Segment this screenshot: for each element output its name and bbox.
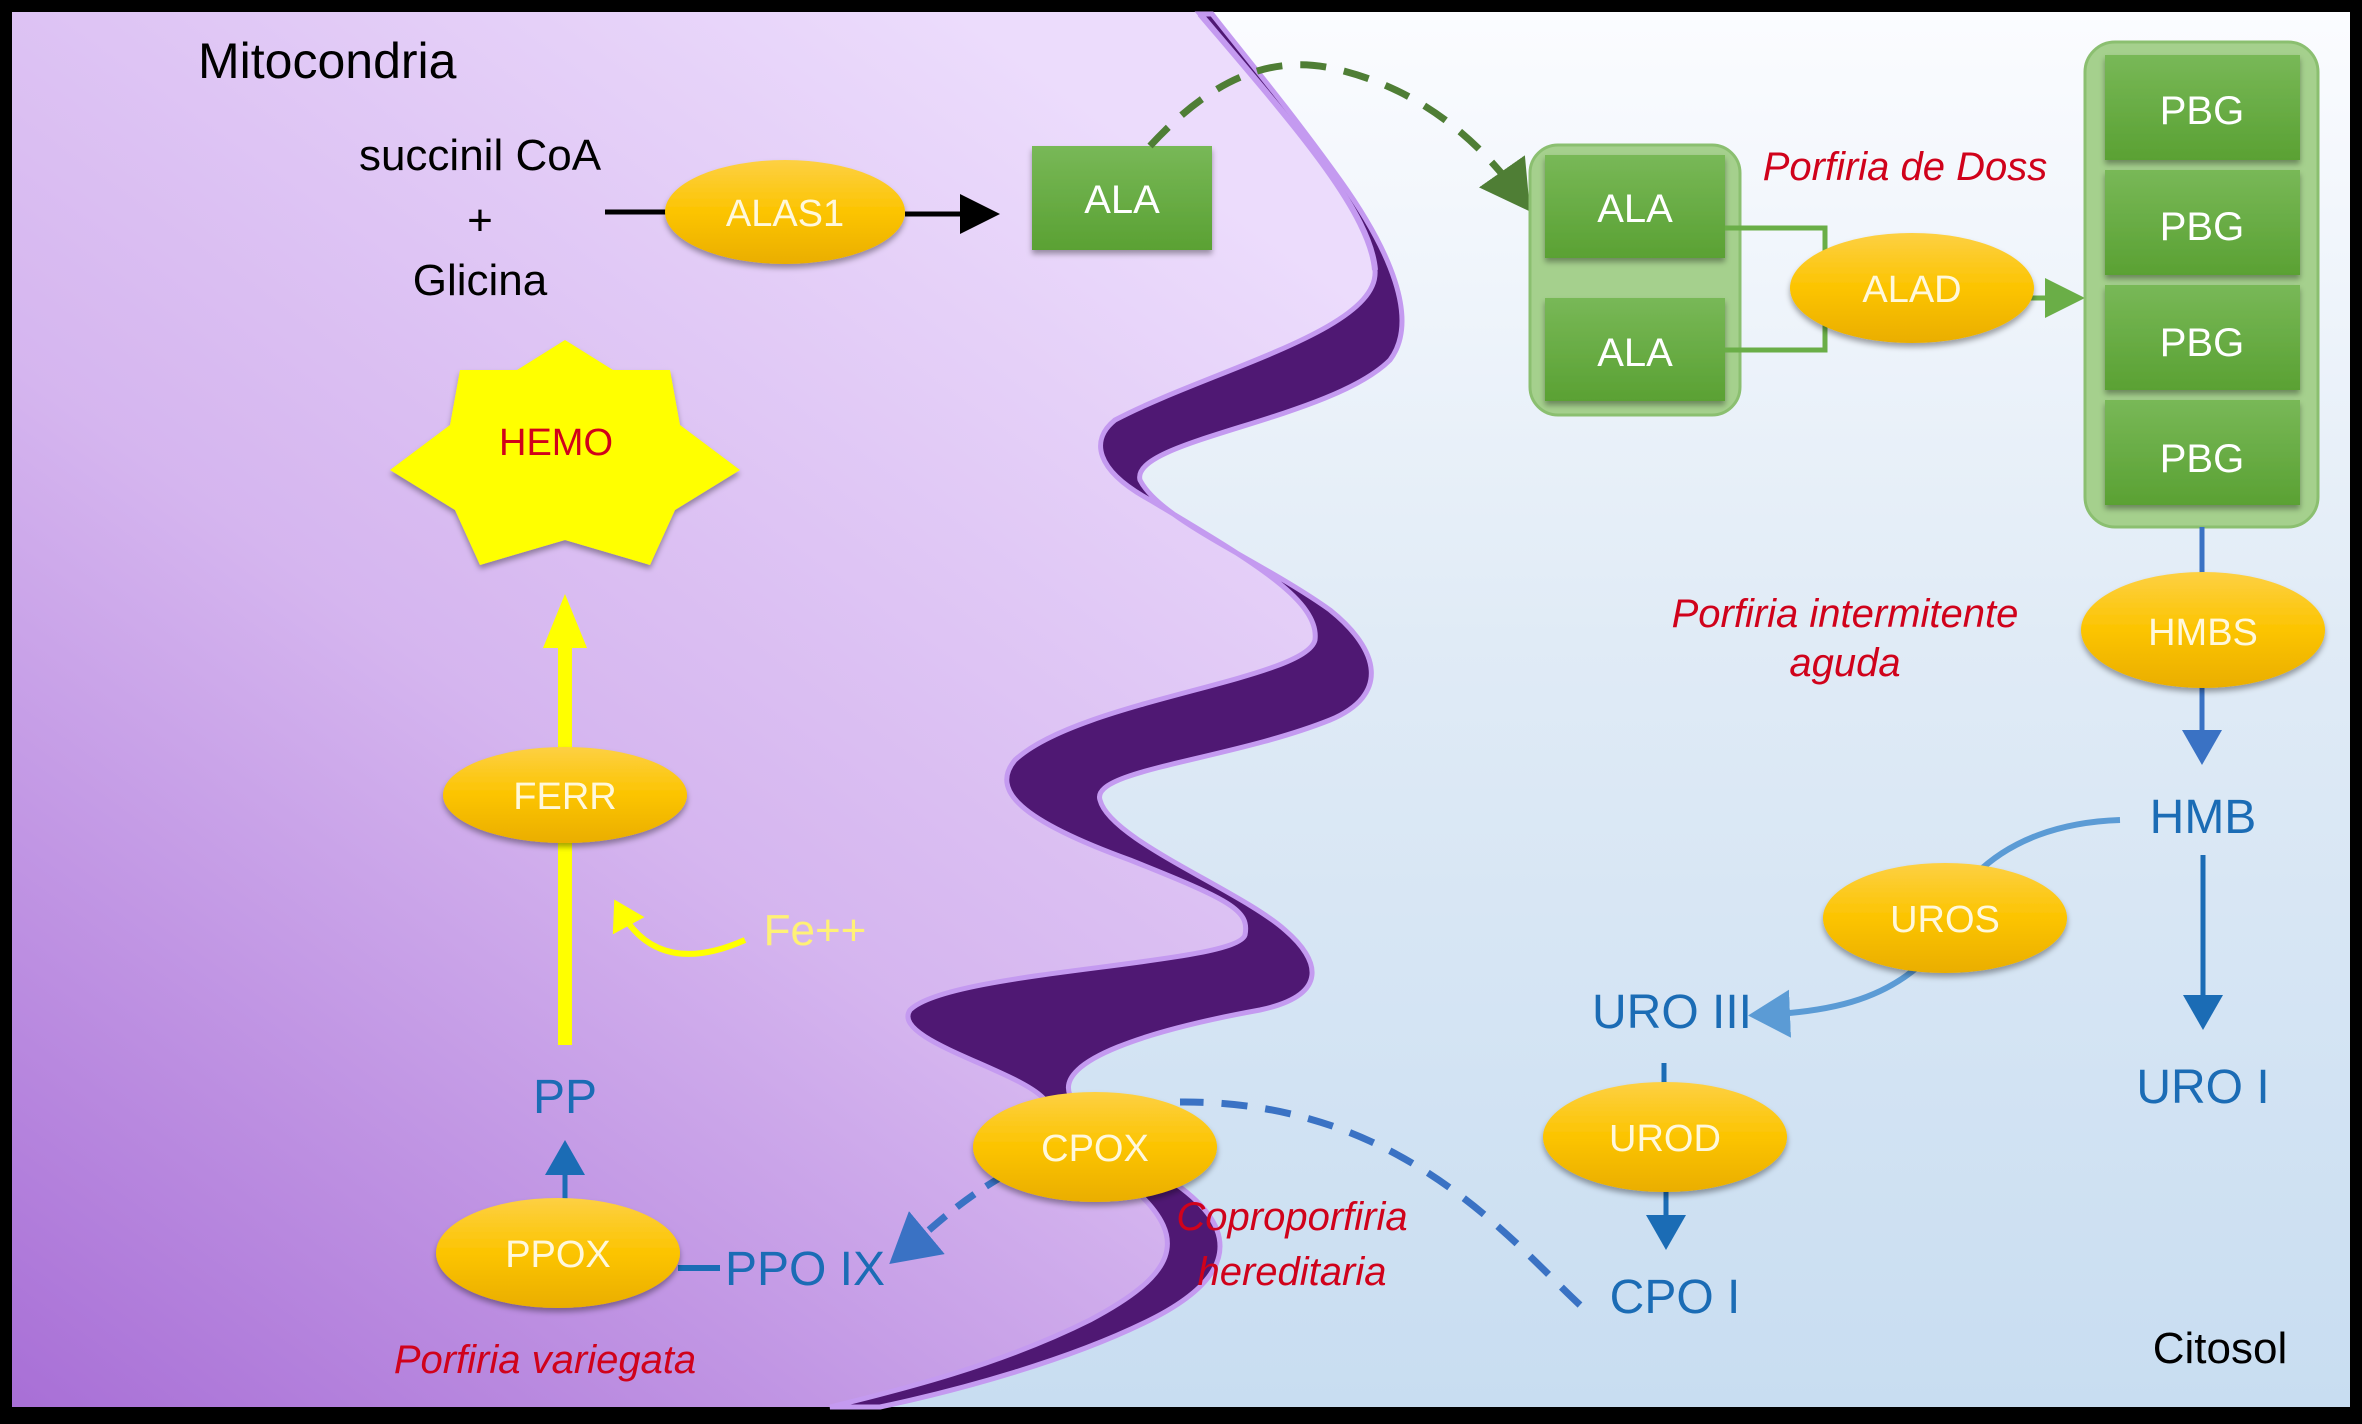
- enzyme-uros[interactable]: UROS: [1823, 863, 2067, 973]
- cpox-to-ppo9-dashed: [889, 1171, 1007, 1264]
- metabolite-iron[interactable]: Fe++: [764, 906, 867, 955]
- membrane-highlight: [1197, 12, 1378, 271]
- enzyme-alas1[interactable]: ALAS1: [665, 160, 905, 264]
- disease-aip-label-2: aguda: [1789, 641, 1900, 685]
- mitochondria-region: [12, 12, 1376, 1407]
- metabolite-pbg-2[interactable]: PBG: [2105, 170, 2300, 275]
- metabolite-uro1[interactable]: URO I: [2136, 1061, 2269, 1114]
- metabolite-ala-cyto-2[interactable]: ALA: [1545, 298, 1725, 401]
- hmbs-label: HMBS: [2148, 612, 2258, 654]
- ala-cyto-box-1: [1545, 155, 1725, 258]
- metabolite-ala-cyto-1[interactable]: ALA: [1545, 155, 1725, 258]
- pbg-label-3: PBG: [2160, 321, 2244, 365]
- pbg-label-1: PBG: [2160, 89, 2244, 133]
- pbg-box-3: [2105, 285, 2300, 390]
- alas1-label: ALAS1: [726, 193, 844, 235]
- disease-vp-label: Porfiria variegata: [394, 1338, 696, 1382]
- enzyme-ppox[interactable]: PPOX: [436, 1198, 680, 1308]
- iron-input-arrow: [612, 899, 747, 957]
- mitochondria-label: Mitocondria: [198, 33, 457, 89]
- pbg-label-4: PBG: [2160, 437, 2244, 481]
- ala-mito-label: ALA: [1084, 178, 1160, 222]
- enzyme-urod[interactable]: UROD: [1543, 1082, 1787, 1192]
- succinyl-coa-label: succinil CoA: [359, 131, 602, 180]
- alad-label: ALAD: [1862, 269, 1961, 311]
- metabolite-pbg-3[interactable]: PBG: [2105, 285, 2300, 390]
- hmbs-ellipse: [2081, 572, 2325, 688]
- ala-transport-arrow: [1147, 61, 1531, 212]
- cpox-label: CPOX: [1041, 1128, 1149, 1170]
- urod-ellipse: [1543, 1082, 1787, 1192]
- disease-aip-label-1: Porfiria intermitente: [1672, 592, 2019, 636]
- metabolite-cpo1[interactable]: CPO I: [1610, 1271, 1741, 1324]
- pbg-box-1: [2105, 55, 2300, 160]
- cytosol-label: Citosol: [2153, 1324, 2288, 1373]
- ala-mito-box: [1032, 146, 1212, 250]
- metabolite-ala-mito[interactable]: ALA: [1032, 146, 1212, 250]
- hmb-to-uros-curve: [1972, 817, 2121, 878]
- enzyme-alad[interactable]: ALAD: [1790, 233, 2034, 343]
- cpo1-to-cpox-dashed: [1179, 1098, 1583, 1308]
- pp-to-heme-arrow-head: [543, 594, 587, 648]
- enzyme-ferr[interactable]: FERR: [443, 747, 687, 843]
- disease-hcp-label-2: hereditaria: [1197, 1250, 1386, 1294]
- metabolite-pbg-1[interactable]: PBG: [2105, 55, 2300, 160]
- metabolite-uro3[interactable]: URO III: [1592, 986, 1752, 1039]
- cpox-ellipse: [973, 1092, 1217, 1202]
- ala-cyto-label-1: ALA: [1597, 187, 1673, 231]
- uros-ellipse: [1823, 863, 2067, 973]
- pbg-box-4: [2105, 400, 2300, 505]
- enzyme-cpox[interactable]: CPOX: [973, 1092, 1217, 1202]
- ppox-ellipse: [436, 1198, 680, 1308]
- disease-doss-label: Porfiria de Doss: [1763, 145, 2048, 189]
- uros-label: UROS: [1890, 899, 2000, 941]
- plus-sign: +: [467, 196, 493, 245]
- pbg-label-2: PBG: [2160, 205, 2244, 249]
- heme-label: HEMO: [499, 422, 613, 464]
- enzyme-hmbs[interactable]: HMBS: [2081, 572, 2325, 688]
- pbg-box-2: [2105, 170, 2300, 275]
- uros-to-uro3-arrow: [1748, 962, 1922, 1038]
- alad-ellipse: [1790, 233, 2034, 343]
- ferr-ellipse: [443, 747, 687, 843]
- metabolite-hmb[interactable]: HMB: [2150, 791, 2257, 844]
- heme-star-shape: [390, 340, 740, 565]
- ppox-label: PPOX: [505, 1234, 611, 1276]
- alas1-ellipse: [665, 160, 905, 264]
- ferr-label: FERR: [513, 776, 616, 818]
- glycine-label: Glicina: [413, 256, 548, 305]
- ala-cyto-box-2: [1545, 298, 1725, 401]
- ala-cyto-label-2: ALA: [1597, 331, 1673, 375]
- heme-product[interactable]: HEMO: [390, 340, 740, 565]
- mitochondrial-membrane: [829, 11, 1405, 1410]
- metabolite-pbg-4[interactable]: PBG: [2105, 400, 2300, 505]
- metabolite-ppo9[interactable]: PPO IX: [725, 1243, 885, 1296]
- metabolite-pp[interactable]: PP: [533, 1071, 597, 1124]
- disease-hcp-label-1: Coproporfiria: [1176, 1195, 1407, 1239]
- urod-label: UROD: [1609, 1118, 1721, 1160]
